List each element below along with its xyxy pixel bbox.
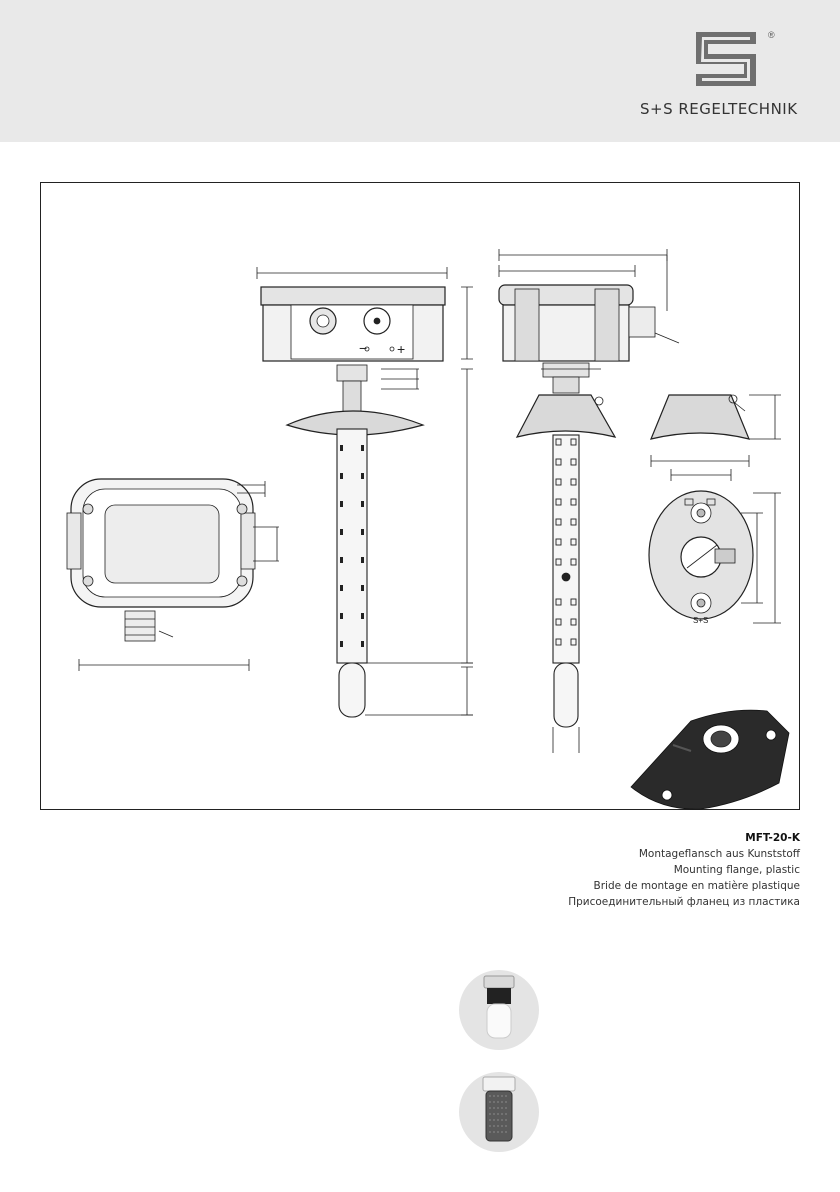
top-view-housing <box>67 479 279 671</box>
panel-minus-label: − <box>359 340 367 356</box>
flange-photo <box>631 710 789 809</box>
flange-side-view <box>651 395 781 439</box>
caption-german: Montageflansch aus Kunststoff <box>500 846 800 862</box>
accessory-metal-filter <box>459 1072 539 1152</box>
panel-plus-label: + <box>397 341 405 357</box>
registered-mark: ® <box>768 30 775 40</box>
brand-name: S+S REGELTECHNIK <box>640 100 830 118</box>
caption-french: Bride de montage en matière plastique <box>500 878 800 894</box>
front-view-sensor <box>257 267 473 717</box>
page-header: ® S+S REGELTECHNIK <box>0 0 840 142</box>
flange-brand-label: S+S <box>693 616 708 625</box>
accessory-caption: MFT-20-K Montageflansch aus Kunststoff M… <box>500 830 800 910</box>
ss-logo-icon <box>688 28 764 90</box>
caption-product-code: MFT-20-K <box>500 830 800 846</box>
caption-russian: Присоединительный фланец из пластика <box>500 894 800 910</box>
dimension-drawing-frame: − + S+S <box>40 182 800 810</box>
technical-drawing: − + S+S <box>41 183 801 811</box>
accessory-white-filter <box>459 970 539 1050</box>
sintered-filter-metal-icon <box>459 1072 539 1152</box>
sintered-filter-white-icon <box>459 970 539 1050</box>
caption-english: Mounting flange, plastic <box>500 862 800 878</box>
flange-top-view <box>649 455 781 623</box>
side-view-sensor <box>499 249 679 753</box>
